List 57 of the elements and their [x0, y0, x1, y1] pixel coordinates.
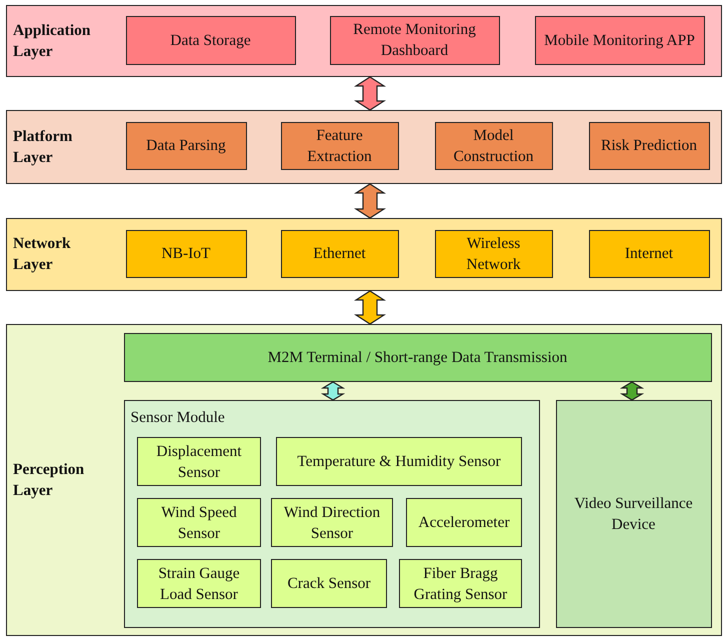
component-label: Wireless Network	[465, 234, 522, 274]
component-box	[276, 437, 522, 486]
component-box	[126, 122, 246, 170]
double-arrow	[320, 381, 346, 401]
layer-band	[6, 5, 722, 77]
component-label: Data Storage	[169, 30, 252, 50]
component-label: Remote Monitoring Dashboard	[352, 20, 477, 61]
component-label: Strain Gauge Load Sensor	[157, 564, 241, 604]
component-label: Data Parsing	[145, 136, 227, 156]
component-box	[126, 230, 246, 278]
component-box	[534, 16, 704, 64]
layer-label: Network Layer	[13, 234, 72, 275]
component-box	[124, 332, 712, 382]
component-label: Wind Speed Sensor	[160, 502, 238, 544]
layer-band	[6, 110, 722, 184]
layer-label: Platform Layer	[13, 126, 74, 168]
component-label: Temperature & Humidity Sensor	[296, 452, 502, 472]
layer-band	[6, 218, 722, 291]
component-box	[280, 230, 398, 278]
component-box	[588, 230, 710, 278]
component-box	[588, 122, 710, 170]
component-box	[271, 498, 393, 547]
component-label: Feature Extraction	[306, 126, 373, 166]
component-label: Mobile Monitoring APP	[543, 30, 696, 50]
layer-label: Perception Layer	[13, 460, 86, 500]
component-label: Displacement Sensor	[155, 442, 243, 482]
component-label: NB-IoT	[160, 244, 212, 264]
component-box	[434, 230, 552, 278]
double-arrow	[354, 76, 386, 111]
component-box	[406, 498, 522, 547]
layer-label: Application Layer	[13, 20, 92, 62]
module-panel	[124, 400, 540, 628]
component-label: Video Surveillance Device	[573, 494, 694, 534]
module-title: Sensor Module	[130, 408, 225, 428]
component-label: Model Construction	[452, 126, 535, 166]
double-arrow	[620, 381, 644, 401]
layer-band	[6, 324, 722, 636]
component-box	[434, 122, 552, 170]
component-label: Wind Direction Sensor	[282, 502, 382, 544]
component-box	[137, 498, 261, 547]
component-label: Risk Prediction	[600, 136, 698, 156]
component-label: M2M Terminal / Short-range Data Transmission	[266, 348, 568, 368]
component-box	[330, 16, 500, 64]
component-box	[137, 559, 261, 608]
component-box	[399, 559, 522, 608]
component-box	[556, 400, 712, 628]
component-box	[137, 437, 261, 486]
component-label: Internet	[624, 244, 674, 264]
component-label: Crack Sensor	[286, 574, 372, 594]
component-label: Fiber Bragg Grating Sensor	[412, 564, 508, 604]
double-arrow	[354, 290, 386, 325]
component-box	[280, 122, 398, 170]
double-arrow	[354, 183, 386, 219]
component-label: Accelerometer	[417, 513, 511, 533]
component-box	[271, 559, 387, 608]
component-label: Ethernet	[312, 244, 367, 264]
component-box	[126, 16, 296, 64]
